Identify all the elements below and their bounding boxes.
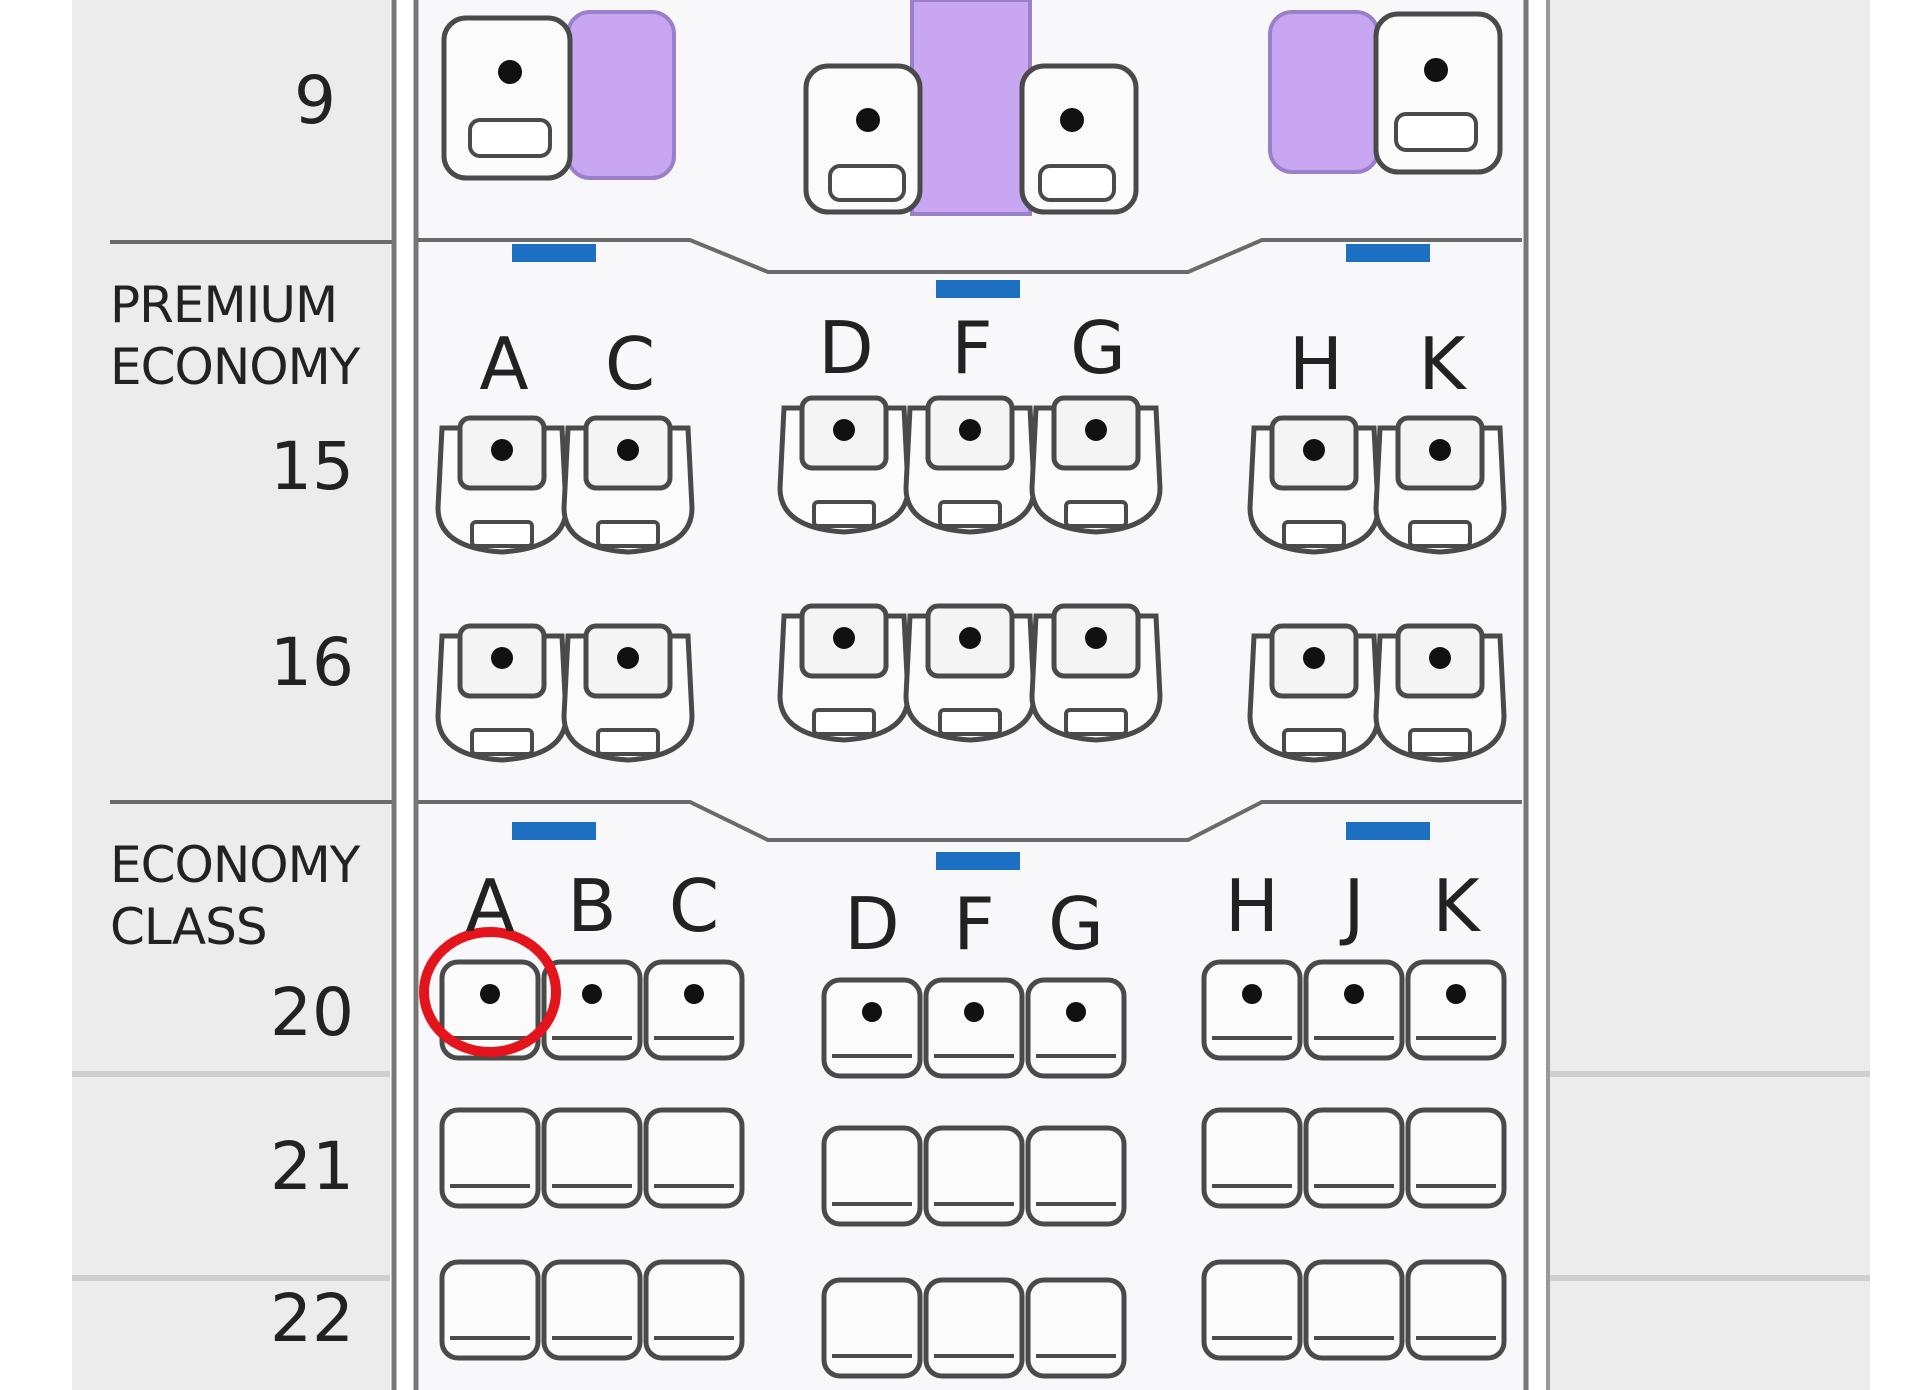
selected-seat-ring xyxy=(419,927,561,1057)
seat-20G[interactable] xyxy=(1025,977,1127,1079)
premium-economy-seats xyxy=(435,395,1507,763)
seat-16F[interactable] xyxy=(903,603,1037,743)
seat-22B[interactable] xyxy=(541,1259,643,1361)
seat-21B[interactable] xyxy=(541,1107,643,1209)
pe-column-D: D xyxy=(818,306,874,390)
seat-15G[interactable] xyxy=(1029,395,1163,535)
row-number-21: 21 xyxy=(270,1128,354,1205)
premium-economy-label-line1: PREMIUM xyxy=(110,276,338,334)
pe-column-K: K xyxy=(1418,322,1466,406)
seat-22A[interactable] xyxy=(439,1259,541,1361)
business-pod-center xyxy=(803,0,1139,216)
seat-20K[interactable] xyxy=(1405,959,1507,1061)
seat-20D[interactable] xyxy=(821,977,923,1079)
premium-economy-label: PREMIUM ECONOMY xyxy=(110,274,360,398)
row-number-15: 15 xyxy=(270,428,354,505)
pe-column-A: A xyxy=(479,322,529,406)
seat-22F[interactable] xyxy=(923,1277,1025,1379)
seat-20H[interactable] xyxy=(1201,959,1303,1061)
bulkhead-line xyxy=(418,800,1522,842)
seat-22G[interactable] xyxy=(1025,1277,1127,1379)
seat-16G[interactable] xyxy=(1029,603,1163,743)
exit-marker xyxy=(936,852,1020,870)
exit-marker xyxy=(512,244,596,262)
seat-22C[interactable] xyxy=(643,1259,745,1361)
seat-21D[interactable] xyxy=(821,1125,923,1227)
ec-column-G: G xyxy=(1048,882,1104,966)
seat-15A[interactable] xyxy=(435,415,569,555)
seat-20F[interactable] xyxy=(923,977,1025,1079)
bulkhead-line xyxy=(418,238,1522,274)
seat-15C[interactable] xyxy=(561,415,695,555)
seat-16C[interactable] xyxy=(561,623,695,763)
economy-class-label-line2: CLASS xyxy=(110,898,268,956)
seat-20C[interactable] xyxy=(643,959,745,1061)
seat-15K[interactable] xyxy=(1373,415,1507,555)
seat-21A[interactable] xyxy=(439,1107,541,1209)
seat-21C[interactable] xyxy=(643,1107,745,1209)
seat-15H[interactable] xyxy=(1247,415,1381,555)
seat-20B[interactable] xyxy=(541,959,643,1061)
seat-22H[interactable] xyxy=(1201,1259,1303,1361)
exit-marker xyxy=(1346,822,1430,840)
seat-16K[interactable] xyxy=(1373,623,1507,763)
ec-column-D: D xyxy=(844,882,900,966)
exit-marker xyxy=(936,280,1020,298)
business-pod-left xyxy=(441,10,676,181)
right-side-panel xyxy=(1548,0,1870,1390)
seat-22J[interactable] xyxy=(1303,1259,1405,1361)
pe-column-F: F xyxy=(951,306,993,390)
economy-seats xyxy=(439,959,1507,1379)
row-number-16: 16 xyxy=(270,624,354,701)
seat-21F[interactable] xyxy=(923,1125,1025,1227)
seat-21J[interactable] xyxy=(1303,1107,1405,1209)
ec-column-F: F xyxy=(953,882,995,966)
pe-column-H: H xyxy=(1288,322,1344,406)
economy-class-label: ECONOMY CLASS xyxy=(110,834,360,958)
ec-column-J: J xyxy=(1343,864,1365,948)
seat-16D[interactable] xyxy=(777,603,911,743)
row-number-20: 20 xyxy=(270,974,354,1051)
seat-21H[interactable] xyxy=(1201,1107,1303,1209)
ec-column-C: C xyxy=(668,864,720,948)
ec-column-H: H xyxy=(1224,864,1280,948)
seat-22K[interactable] xyxy=(1405,1259,1507,1361)
seat-21K[interactable] xyxy=(1405,1107,1507,1209)
seat-16H[interactable] xyxy=(1247,623,1381,763)
seat-20J[interactable] xyxy=(1303,959,1405,1061)
ec-column-B: B xyxy=(567,864,617,948)
seat-15D[interactable] xyxy=(777,395,911,535)
business-pod-right xyxy=(1268,10,1503,175)
seat-21G[interactable] xyxy=(1025,1125,1127,1227)
seat-15F[interactable] xyxy=(903,395,1037,535)
seat-16A[interactable] xyxy=(435,623,569,763)
premium-economy-label-line2: ECONOMY xyxy=(110,338,360,396)
row-label-panel xyxy=(72,0,390,1390)
seat-22D[interactable] xyxy=(821,1277,923,1379)
row-number-9: 9 xyxy=(294,62,336,139)
seat-20A[interactable] xyxy=(439,959,541,1061)
economy-class-label-line1: ECONOMY xyxy=(110,836,360,894)
exit-marker xyxy=(512,822,596,840)
pe-column-C: C xyxy=(604,322,656,406)
exit-marker xyxy=(1346,244,1430,262)
pe-column-G: G xyxy=(1070,306,1126,390)
ec-column-K: K xyxy=(1432,864,1480,948)
row-number-22: 22 xyxy=(270,1280,354,1357)
ec-column-A: A xyxy=(465,864,515,948)
